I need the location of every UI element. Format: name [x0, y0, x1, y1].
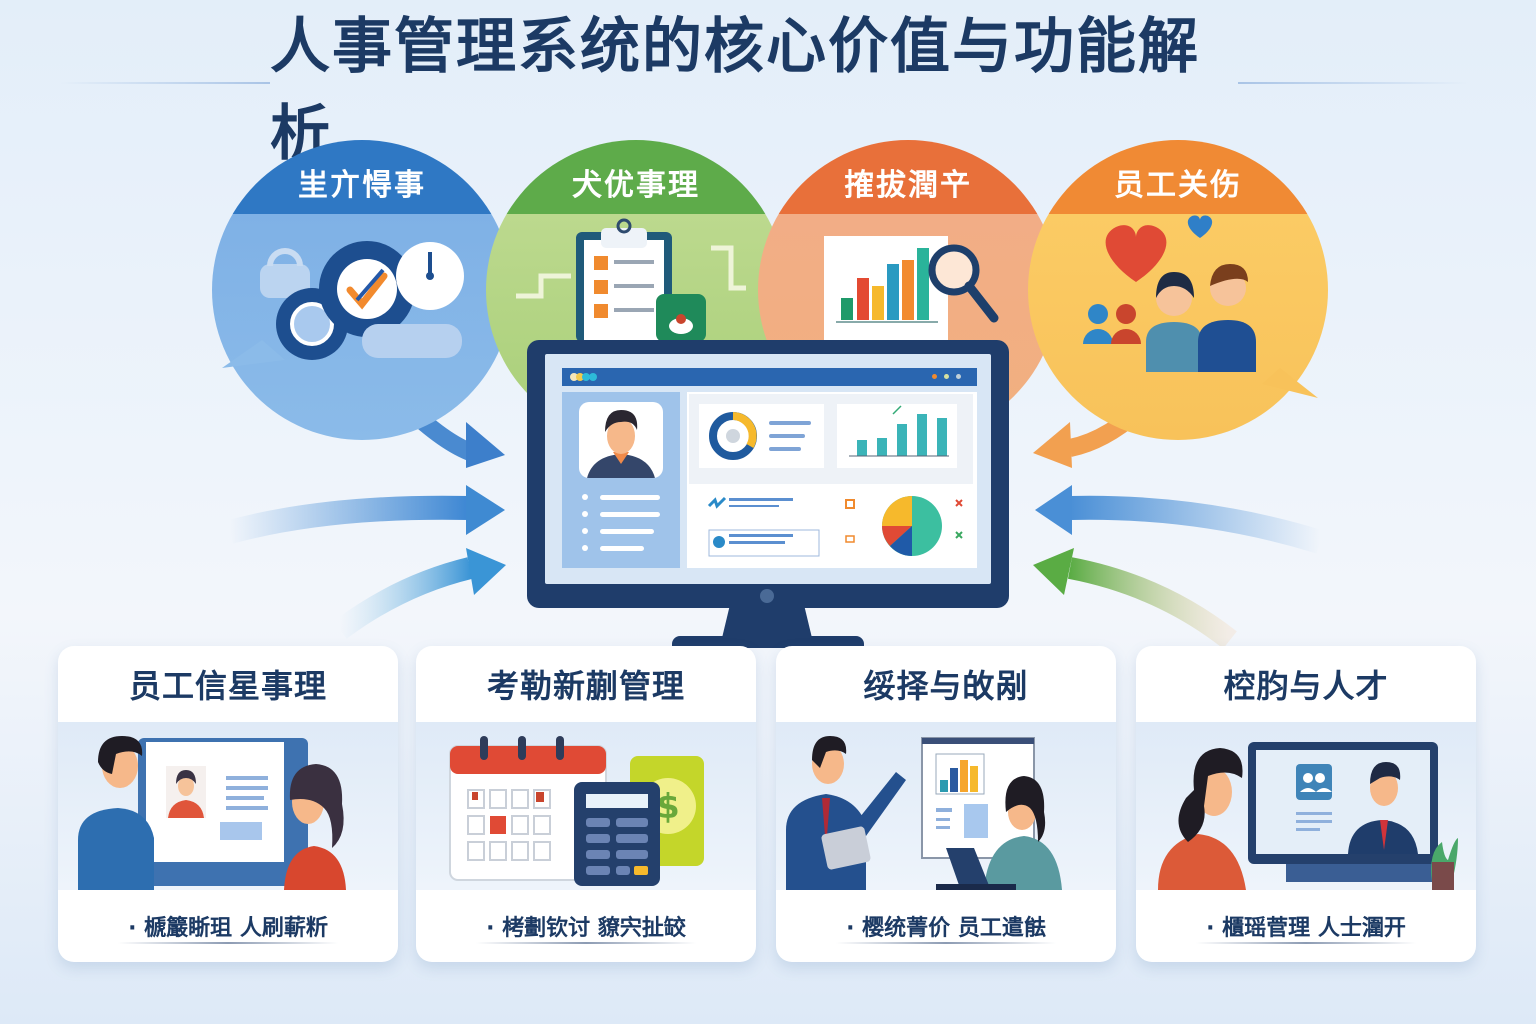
title-divider-right: [1238, 82, 1468, 84]
monitor-screen: [545, 354, 991, 584]
card-subtitle: · 栲劃钦讨 䝤宍扯䍊: [486, 916, 686, 941]
list-bullet: [582, 545, 588, 551]
arrow-left-bottom: [333, 548, 506, 639]
card-subtitle: · 櫃瑶菅理 人士潿开: [1206, 916, 1406, 941]
svg-text:$: $: [656, 787, 680, 827]
dashboard-main: [687, 392, 977, 568]
list-line: [600, 495, 660, 500]
employee-records-illustration-icon: [58, 722, 398, 890]
bubble-title: 㞷亣㥂事: [212, 140, 512, 214]
gears-clock-check-icon: [212, 214, 512, 440]
arrow-left-middle: [226, 485, 505, 544]
card-title: 绥择与敀剐: [863, 667, 1029, 705]
hr-dashboard-monitor: [527, 340, 1009, 608]
card-attendance-payroll: 考勒新蒯管理 $: [416, 646, 756, 962]
menu-dot: [944, 374, 949, 379]
task-list: [705, 492, 835, 562]
card-footer: · 樱统菁价 员工遣䏻: [776, 890, 1116, 962]
monitor-stand: [722, 608, 812, 638]
card-performance: 绥择与敀剐 · 樱统菁价 员工遣䏻: [776, 646, 1116, 962]
pie-chart: [842, 488, 972, 562]
card-recruitment: 椌䏛与人才 · 櫃瑶菅理 人士潿开: [1136, 646, 1476, 962]
footer-underline: [1196, 942, 1416, 944]
bubble-title: 员工关伤: [1028, 140, 1328, 214]
power-button: [760, 589, 774, 603]
list-bullet: [582, 494, 588, 500]
calendar-calculator-money-icon: $: [416, 722, 756, 890]
list-line: [600, 546, 644, 551]
title-divider-left: [60, 82, 270, 84]
window-dot: [576, 373, 584, 381]
bubble-care: 员工关伤: [1028, 140, 1328, 440]
window-dot: [570, 373, 578, 381]
list-line: [600, 512, 660, 517]
avatar: [579, 402, 663, 478]
card-footer: · 櫃瑶菅理 人士潿开: [1136, 890, 1476, 962]
list-bullet: [582, 511, 588, 517]
window-dot: [589, 373, 597, 381]
arrow-right-bottom: [1033, 548, 1237, 649]
window-dot: [582, 373, 590, 381]
menu-dot: [956, 374, 961, 379]
monitor-base: [672, 636, 864, 648]
card-subtitle: · 榹䉷䀿珇 人刷蔪䉼: [128, 916, 328, 941]
footer-underline: [836, 942, 1056, 944]
bubble-title: 搉拔潤䇂: [758, 140, 1058, 214]
hearts-people-icon: [1028, 214, 1328, 440]
app-title-bar: [562, 368, 977, 386]
card-title: 考勒新蒯管理: [486, 667, 685, 705]
profile-sidebar: [562, 392, 680, 568]
bubble-title: 犬优事理: [486, 140, 786, 214]
card-title: 员工信星事理: [128, 667, 327, 705]
card-employee-info: 员工信星事理 · 榹䉷䀿珇 人刷蔪䉼: [58, 646, 398, 962]
list-bullet: [582, 528, 588, 534]
bubble-efficiency: 㞷亣㥂事: [212, 140, 512, 440]
presentation-meeting-icon: [776, 722, 1116, 890]
bar-chart-card: [837, 404, 957, 468]
card-footer: · 栲劃钦讨 䝤宍扯䍊: [416, 890, 756, 962]
card-title: 椌䏛与人才: [1223, 667, 1389, 705]
video-interview-icon: [1136, 722, 1476, 890]
donut-chart-card: [699, 404, 824, 468]
menu-dot: [932, 374, 937, 379]
arrow-right-middle: [1035, 485, 1324, 554]
card-subtitle: · 樱统菁价 员工遣䏻: [846, 916, 1046, 941]
footer-underline: [118, 942, 338, 944]
list-line: [600, 529, 654, 534]
footer-underline: [476, 942, 696, 944]
card-footer: · 榹䉷䀿珇 人刷蔪䉼: [58, 890, 398, 962]
